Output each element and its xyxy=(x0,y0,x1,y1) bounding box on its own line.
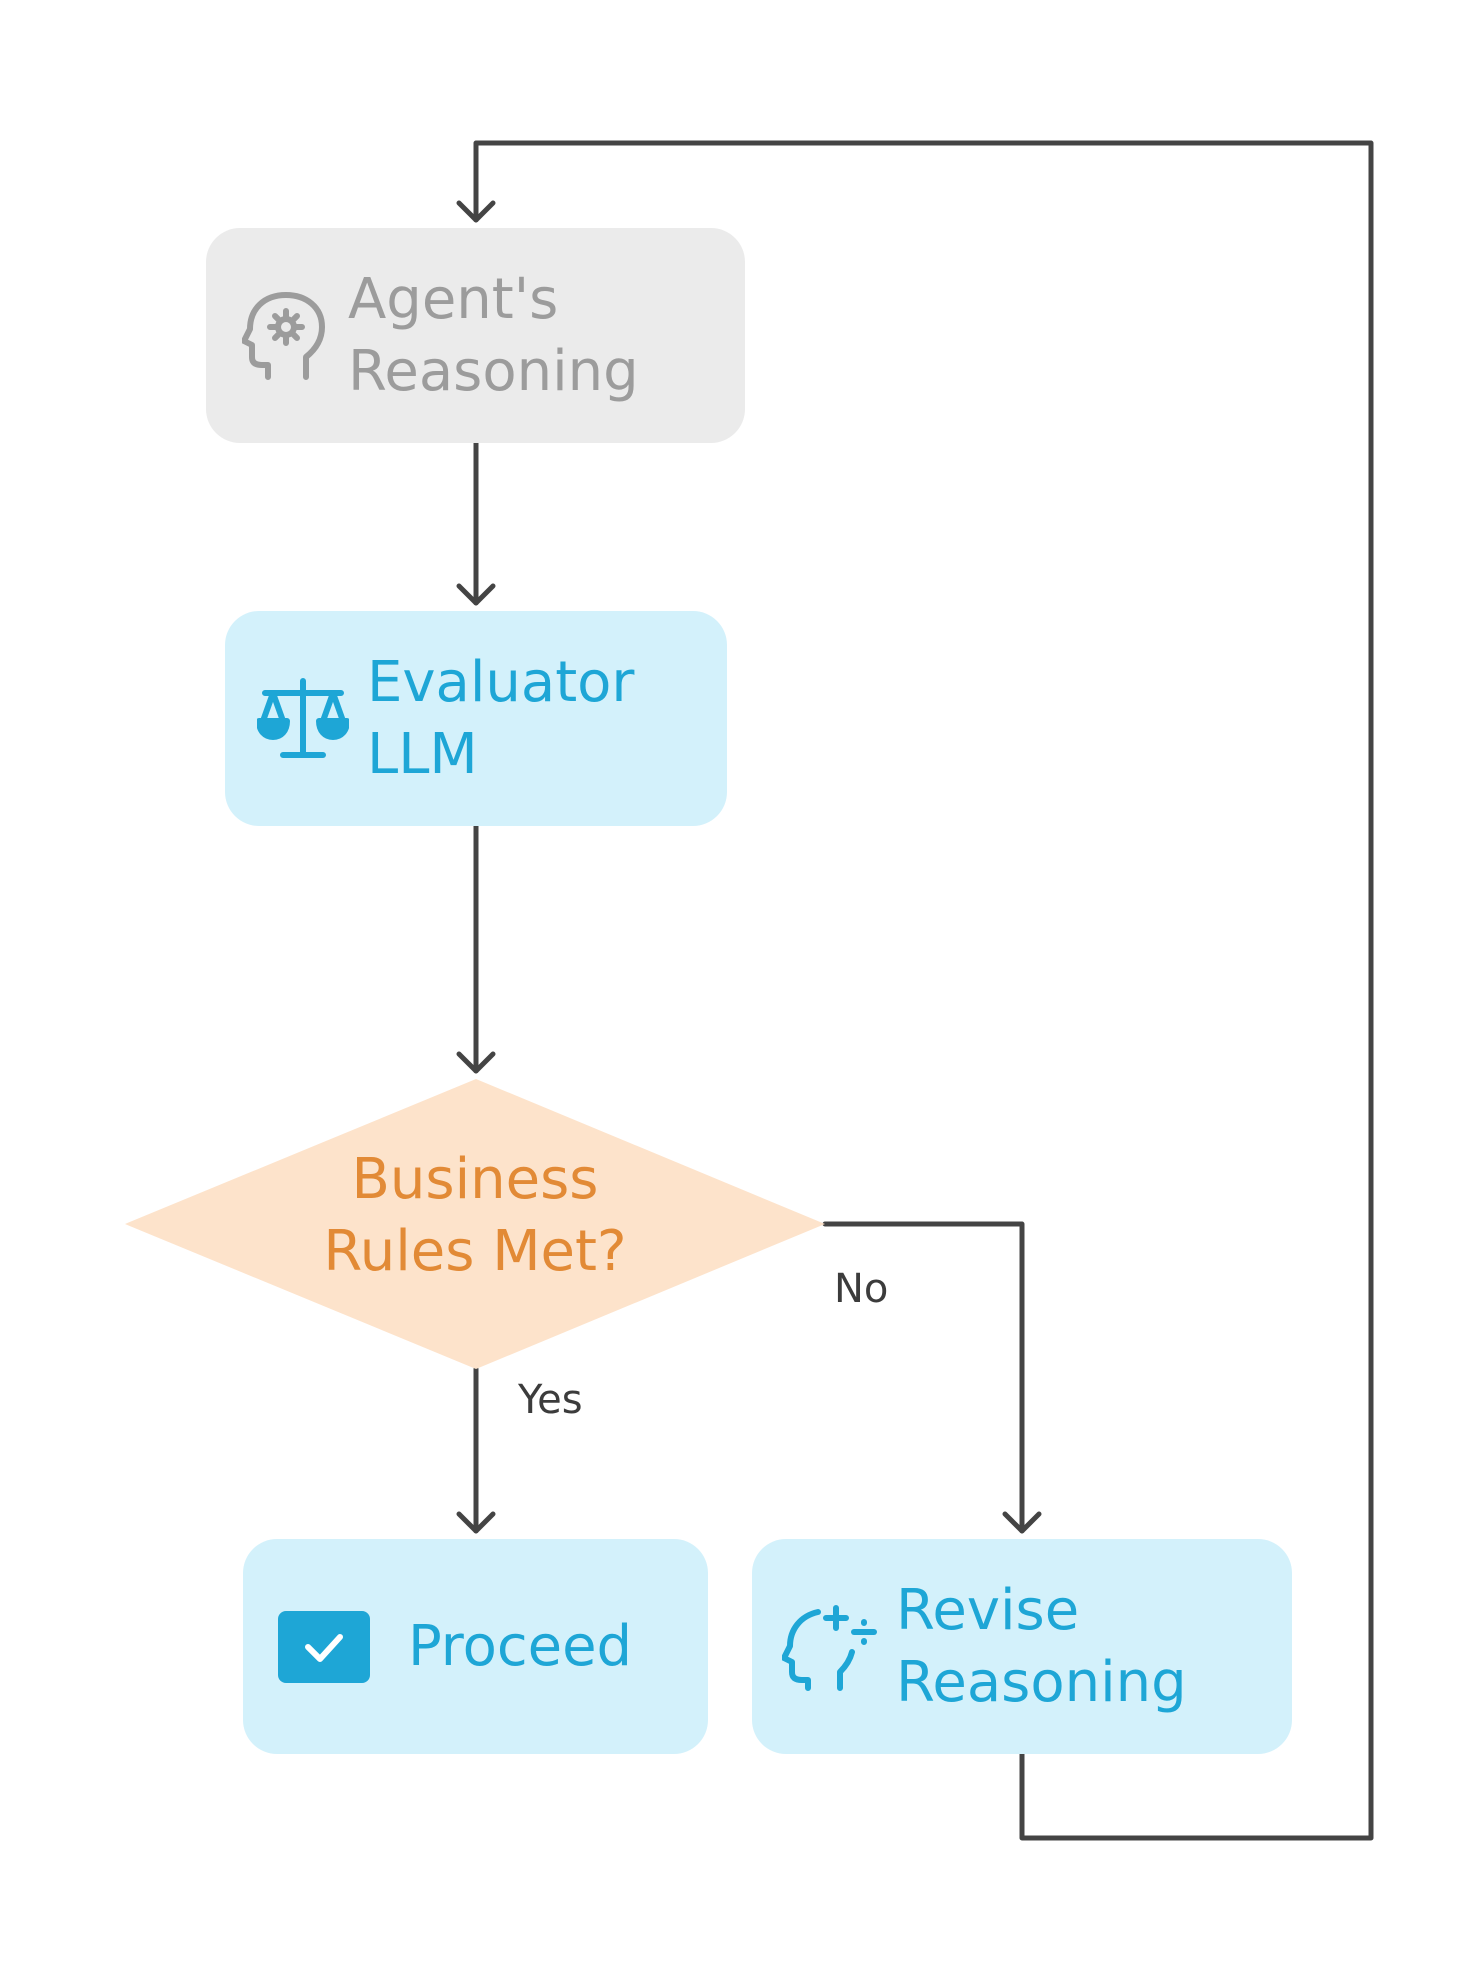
head-plus-minus-icon xyxy=(782,1602,878,1692)
arrowhead-agent xyxy=(456,200,496,223)
business-rules-decision-node: Business Rules Met? xyxy=(125,1079,825,1369)
proceed-text: Proceed xyxy=(408,1613,633,1679)
edge-label-yes: Yes xyxy=(518,1377,583,1423)
scales-icon xyxy=(257,677,349,761)
edge-revise-loop xyxy=(473,140,1374,1841)
arrowhead-proceed xyxy=(456,1511,496,1534)
edge-label-no: No xyxy=(834,1266,889,1312)
head-gear-icon xyxy=(242,291,326,381)
revise-reasoning-label: Revise Reasoning xyxy=(896,1575,1187,1719)
evaluator-llm-label: Evaluator LLM xyxy=(367,647,634,791)
arrowhead-evaluator xyxy=(456,583,496,606)
proceed-node: Proceed xyxy=(243,1539,708,1754)
agent-reasoning-line2: Reasoning xyxy=(348,338,639,404)
checkbox-icon xyxy=(278,1610,370,1683)
decision-line1: Business xyxy=(351,1147,599,1212)
agent-reasoning-line1: Agent's xyxy=(348,266,559,332)
revise-line1: Revise xyxy=(896,1577,1080,1643)
evaluator-line1: Evaluator xyxy=(367,649,635,715)
arrowhead-decision xyxy=(456,1051,496,1074)
decision-line2: Rules Met? xyxy=(323,1219,627,1284)
revise-line2: Reasoning xyxy=(896,1649,1187,1715)
arrowhead-revise xyxy=(1002,1511,1042,1534)
decision-label: Business Rules Met? xyxy=(125,1144,825,1288)
decision-diamond-shape xyxy=(125,1079,825,1369)
proceed-label: Proceed xyxy=(408,1611,632,1683)
evaluator-llm-node: Evaluator LLM xyxy=(225,611,727,826)
evaluator-line2: LLM xyxy=(367,721,478,787)
revise-reasoning-node: Revise Reasoning xyxy=(752,1539,1292,1754)
edge-no xyxy=(822,1221,1025,1534)
agent-reasoning-label: Agent's Reasoning xyxy=(348,264,639,408)
agent-reasoning-node: Agent's Reasoning xyxy=(206,228,745,443)
